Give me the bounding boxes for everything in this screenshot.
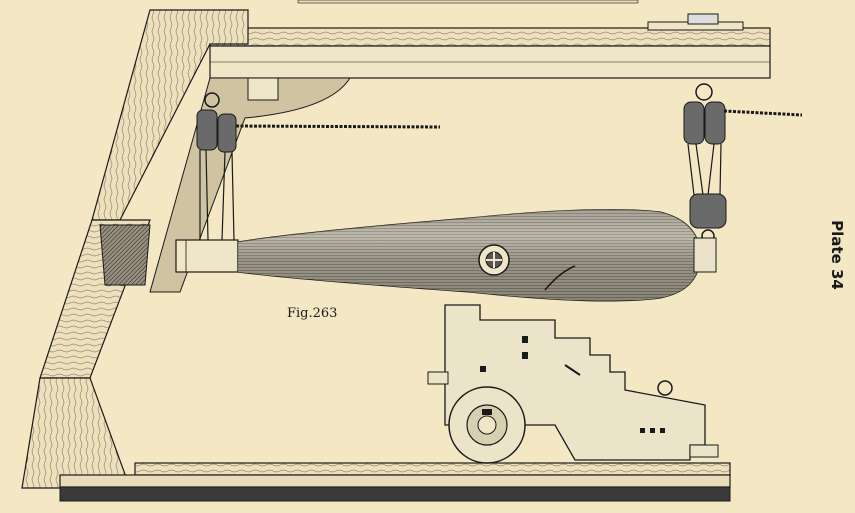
carriage-wheel [448,386,526,464]
figure-label: Fig.263 [287,306,338,321]
gun-barrel [175,208,717,302]
right-tackle [683,83,803,243]
plate-number-label: Plate 34 [828,220,846,290]
floor-platform [59,462,731,502]
top-beam [209,0,771,79]
left-tackle [196,92,441,241]
